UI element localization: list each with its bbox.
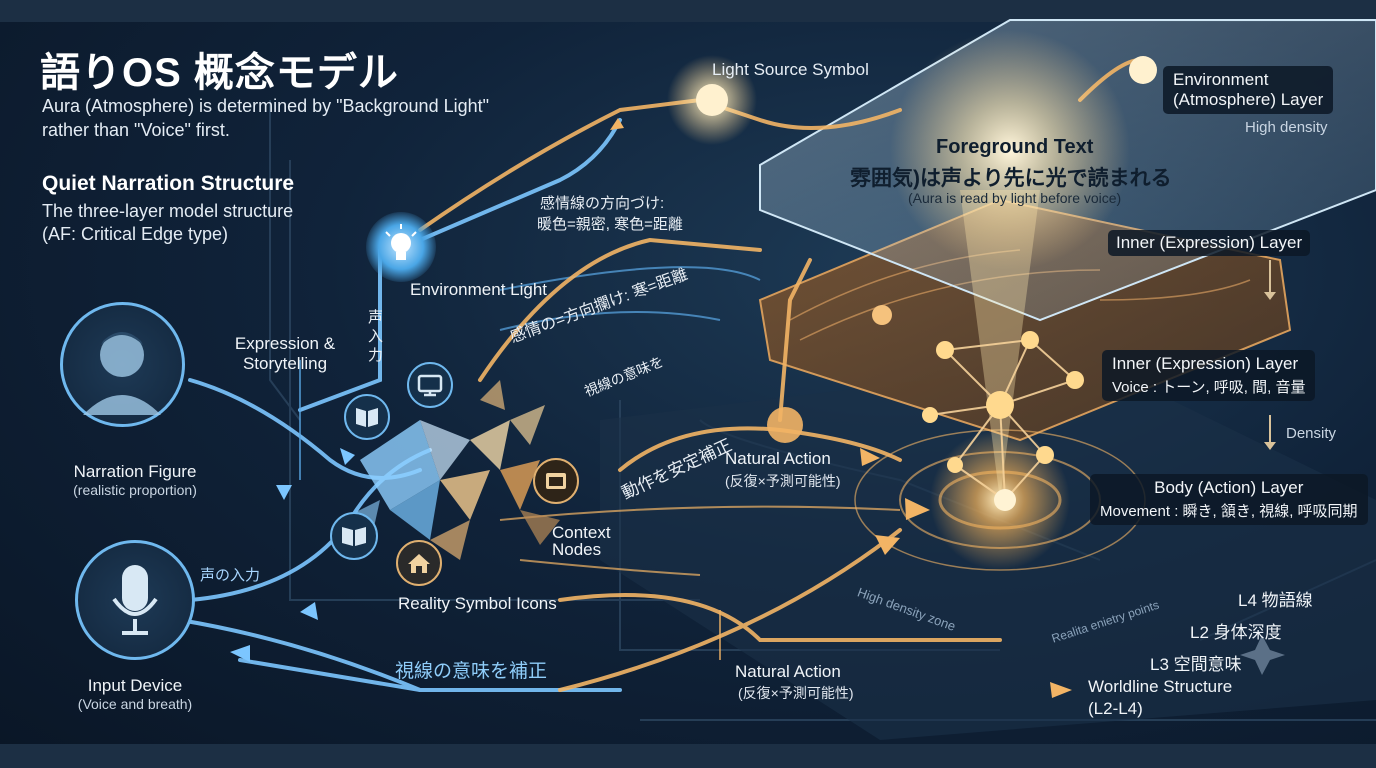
film-icon [546, 473, 566, 489]
l2-label: L2 身体深度 [1190, 623, 1282, 642]
monitor-node[interactable] [407, 362, 453, 408]
lightbulb-icon [385, 224, 417, 260]
worldline-label-1: Worldline Structure [1088, 677, 1233, 696]
warm-arrowheads [610, 118, 1072, 698]
density-label: Density [1286, 425, 1337, 442]
environment-light-label: Environment Light [410, 280, 548, 299]
input-device-circle [75, 540, 195, 660]
page-title: 語りOS 概念モデル [40, 51, 399, 95]
book-icon [342, 527, 366, 546]
natural-action-2-label: Natural Action [735, 662, 841, 681]
house-node[interactable] [396, 540, 442, 586]
foreground-light-source [890, 30, 1130, 270]
body-layer-sub: Movement : 瞬き, 頷き, 視線, 呼吸同期 [1100, 503, 1358, 520]
subtitle-line-2: rather than "Voice" first. [42, 120, 230, 140]
book-icon [356, 408, 378, 427]
section-line-1: The three-layer model structure [42, 201, 294, 221]
natural-action-1-label: Natural Action [725, 449, 831, 468]
top-frame [0, 0, 1376, 22]
subtitle-line-1: Aura (Atmosphere) is determined by "Back… [42, 96, 490, 116]
inner-layer-b-title: Inner (Expression) Layer [1112, 354, 1299, 373]
foreground-en: (Aura is read by light before voice) [908, 190, 1122, 206]
l4-label: L4 物語線 [1238, 591, 1313, 610]
storytelling-label: Storytelling [242, 354, 328, 373]
film-node[interactable] [533, 458, 579, 504]
inner-layer-badge-b: Inner (Expression) Layer Voice : トーン, 呼吸… [1102, 350, 1316, 401]
house-icon [408, 554, 430, 573]
worldline-label-2: (L2-L4) [1088, 699, 1143, 718]
warm-flow-lines [418, 58, 1142, 692]
body-layer-title: Body (Action) Layer [1154, 478, 1304, 497]
inner-layer-b-sub: Voice : トーン, 呼吸, 間, 音量 [1112, 379, 1306, 396]
person-icon [83, 332, 161, 415]
emotion-line-1: 感情線の方向づけ: [540, 195, 665, 212]
voice-input-vertical: 声入力 [368, 309, 384, 364]
light-source-label: Light Source Symbol [712, 60, 869, 79]
foreground-jp: 雰囲気)は声より先に光で読まれる [850, 167, 1172, 190]
environment-light-node [366, 212, 436, 282]
env-layer-line-2: (Atmosphere) Layer [1173, 90, 1324, 109]
context-nodes-label-1: Context [552, 523, 611, 542]
section-title: Quiet Narration Structure [42, 172, 295, 195]
microphone-icon [112, 565, 158, 635]
input-device-sub: (Voice and breath) [77, 696, 193, 712]
narration-figure-circle [60, 302, 185, 427]
body-layer-badge: Body (Action) Layer Movement : 瞬き, 頷き, 視… [1090, 474, 1368, 525]
expression-label: Expression & [234, 334, 336, 353]
input-device-label: Input Device [87, 676, 183, 695]
monitor-icon [417, 374, 443, 397]
cool-arrowheads [230, 448, 355, 662]
environment-layer-badge: Environment (Atmosphere) Layer [1163, 66, 1334, 114]
book-node-bottom[interactable] [330, 512, 378, 560]
gaze-correct-text: 視線の意味を補正 [395, 661, 548, 682]
voice-input-label: 声の入力 [200, 567, 261, 584]
foreground-title: Foreground Text [936, 136, 1094, 158]
narration-figure-label: Narration Figure [73, 462, 197, 481]
natural-action-1-sub: (反復×予測可能性) [725, 473, 841, 489]
narration-figure-sub: (realistic proportion) [73, 482, 197, 498]
inner-layer-badge-a: Inner (Expression) Layer [1108, 230, 1311, 256]
reality-icons-label: Reality Symbol Icons [398, 594, 557, 613]
l3-label: L3 空間意味 [1150, 655, 1242, 674]
emotion-line-2: 暖色=親密, 寒色=距離 [537, 216, 683, 233]
high-density-label: High density [1245, 119, 1328, 136]
context-nodes-label-2: Nodes [552, 540, 602, 559]
section-line-2: (AF: Critical Edge type) [42, 224, 229, 244]
natural-action-2-sub: (反復×予測可能性) [738, 685, 854, 701]
bottom-frame [0, 744, 1376, 768]
env-layer-line-1: Environment [1173, 70, 1269, 89]
book-node-top[interactable] [344, 394, 390, 440]
